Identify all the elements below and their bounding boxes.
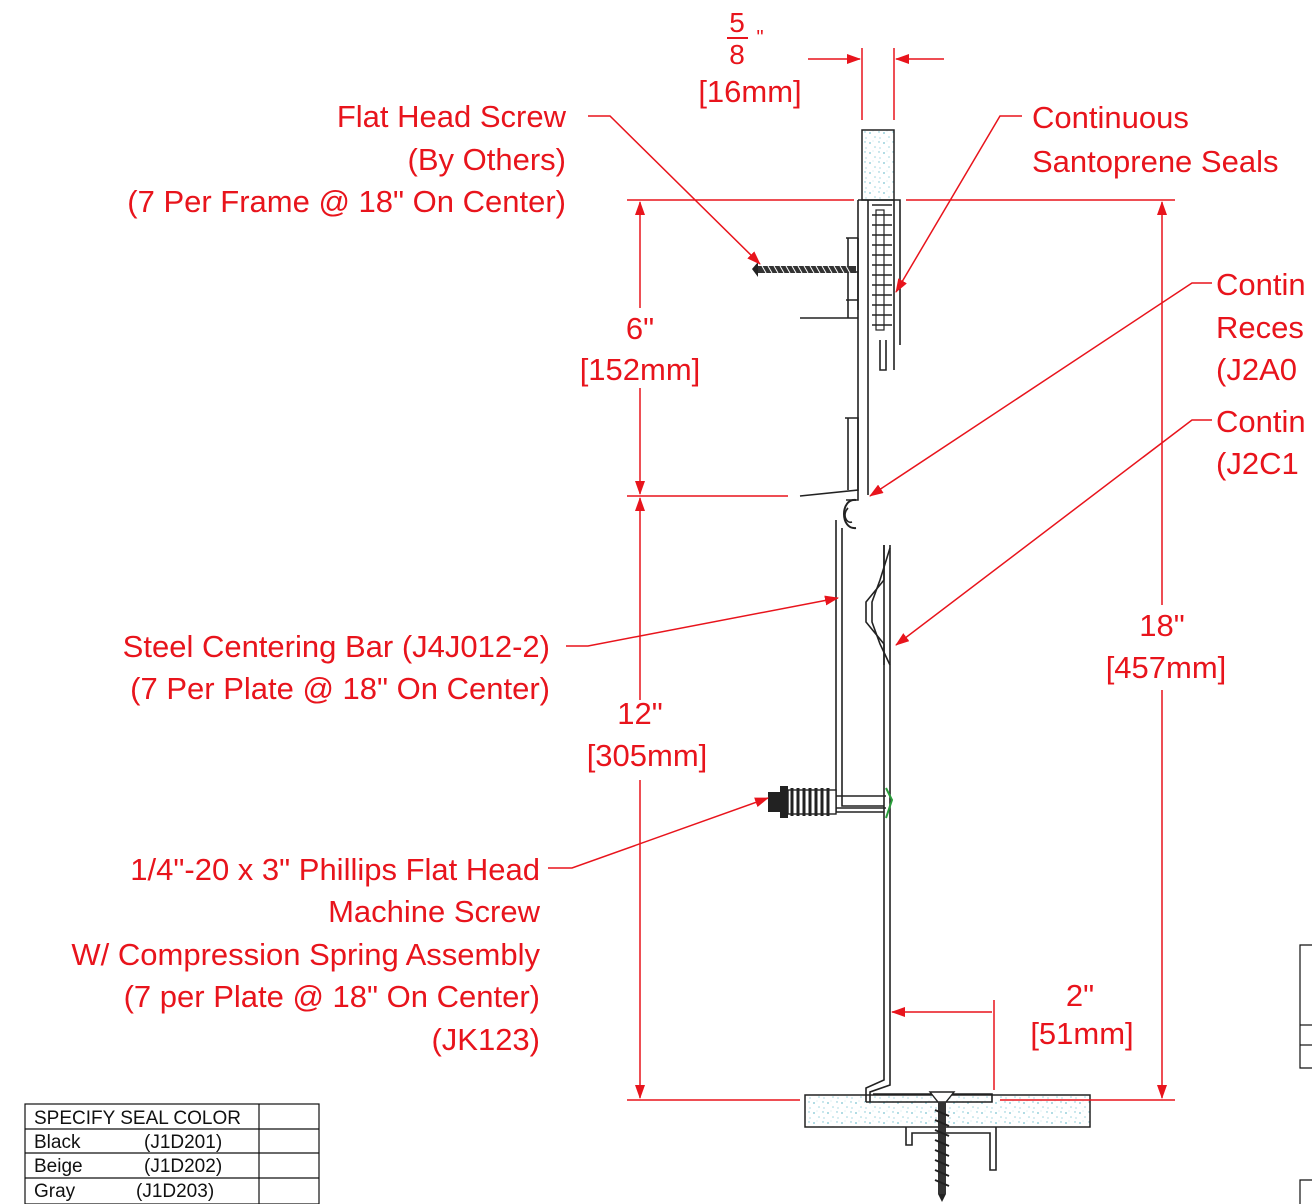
wood-screw-bottom	[928, 1091, 956, 1202]
svg-text:5: 5	[729, 7, 745, 38]
dim-2-label: 2" [51mm]	[1030, 978, 1133, 1051]
svg-text:[152mm]: [152mm]	[580, 352, 701, 387]
partial-table-right	[1299, 944, 1312, 1204]
frame-assembly	[799, 199, 997, 1171]
seal-table-header: SPECIFY SEAL COLOR	[34, 1108, 241, 1129]
svg-text:(7 per Plate @ 18" On Center): (7 per Plate @ 18" On Center)	[124, 979, 540, 1014]
recess-label: Contin Reces (J2A0	[1216, 267, 1306, 387]
svg-text:[51mm]: [51mm]	[1030, 1016, 1133, 1051]
svg-text:(7 Per Plate @ 18" On Center): (7 Per Plate @ 18" On Center)	[130, 671, 550, 706]
flat-head-screw-label: Flat Head Screw (By Others) (7 Per Frame…	[127, 99, 566, 219]
svg-text:8: 8	[729, 39, 745, 70]
svg-text:6": 6"	[626, 311, 654, 346]
svg-text:18": 18"	[1139, 608, 1185, 643]
dim-12-label: 12" [305mm]	[587, 696, 708, 773]
leader-lines	[548, 115, 1212, 869]
svg-text:(By Others): (By Others)	[408, 142, 566, 177]
svg-text:12": 12"	[617, 696, 663, 731]
svg-text:1/4"-20 x 3" Phillips Flat Hea: 1/4"-20 x 3" Phillips Flat Head	[130, 852, 540, 887]
contin-2-label: Contin (J2C1	[1216, 404, 1306, 481]
svg-text:Contin: Contin	[1216, 267, 1306, 302]
svg-text:[457mm]: [457mm]	[1106, 650, 1227, 685]
svg-text:Contin: Contin	[1216, 404, 1306, 439]
machine-screw-spring	[768, 786, 894, 819]
svg-text:2": 2"	[1066, 978, 1094, 1013]
seal-row-color: Gray	[34, 1181, 76, 1202]
svg-text:Reces: Reces	[1216, 310, 1304, 345]
seal-row-color: Black	[34, 1132, 81, 1153]
svg-text:Santoprene Seals: Santoprene Seals	[1032, 144, 1278, 179]
svg-text:(JK123): (JK123)	[431, 1022, 540, 1057]
svg-text:[16mm]: [16mm]	[698, 74, 801, 109]
svg-text:(J2C1: (J2C1	[1216, 446, 1299, 481]
seal-row-color: Beige	[34, 1156, 83, 1177]
svg-text:(J2A0: (J2A0	[1216, 352, 1297, 387]
seal-color-table: SPECIFY SEAL COLOR Black (J1D201) Beige …	[24, 1103, 320, 1204]
dim-6-label: 6" [152mm]	[580, 311, 701, 387]
flat-head-screw	[752, 262, 856, 277]
svg-text:Machine Screw: Machine Screw	[328, 894, 541, 929]
seal-row-code: (J1D201)	[144, 1132, 222, 1153]
dim-width-label: 5 8 " [16mm]	[698, 7, 801, 109]
centering-bar-label: Steel Centering Bar (J4J012-2) (7 Per Pl…	[123, 629, 550, 706]
svg-text:(7 Per Frame @ 18" On Center): (7 Per Frame @ 18" On Center)	[127, 184, 566, 219]
svg-text:Steel Centering Bar (J4J012-2): Steel Centering Bar (J4J012-2)	[123, 629, 550, 664]
machine-screw-label: 1/4"-20 x 3" Phillips Flat Head Machine …	[71, 852, 540, 1057]
top-substrate-block	[861, 129, 895, 201]
dim-18-label: 18" [457mm]	[1106, 608, 1227, 685]
continuous-seals-label: Continuous Santoprene Seals	[1032, 100, 1278, 179]
svg-text:W/ Compression Spring Assembly: W/ Compression Spring Assembly	[71, 937, 540, 972]
seal-row-code: (J1D203)	[136, 1181, 214, 1202]
dimension-lines	[627, 48, 1175, 1101]
svg-text:Continuous: Continuous	[1032, 100, 1189, 135]
svg-text:[305mm]: [305mm]	[587, 738, 708, 773]
svg-text:Flat Head Screw: Flat Head Screw	[337, 99, 567, 134]
seal-row-code: (J1D202)	[144, 1156, 222, 1177]
svg-text:": "	[756, 27, 763, 49]
